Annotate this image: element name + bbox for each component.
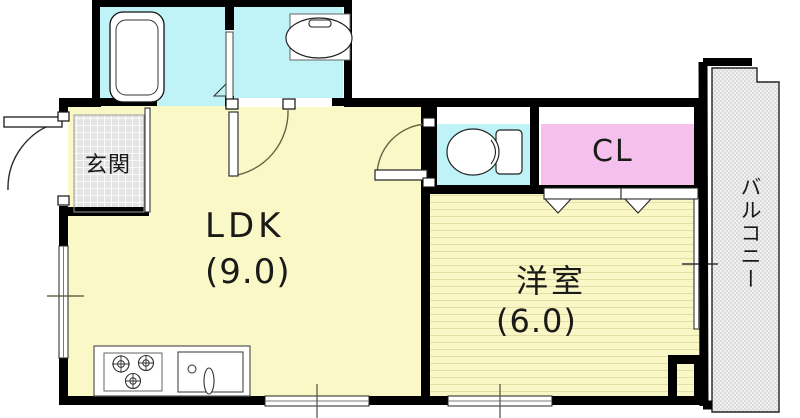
toilet-icon [446, 128, 523, 176]
room-label-genkan: 玄関 [85, 153, 132, 178]
room-label-ldk: LDK [205, 206, 285, 246]
room-south-window[interactable] [447, 384, 553, 418]
room-label-balcony: バルコニー [738, 176, 762, 291]
balcony-area [712, 68, 779, 412]
balcony-outline [698, 58, 780, 413]
entrance-area [74, 115, 144, 212]
washroom-door[interactable] [225, 98, 296, 177]
kitchen-sink-icon [177, 351, 244, 395]
bathtub-icon [109, 11, 165, 103]
closet-doors[interactable] [543, 187, 699, 214]
room-area-ldk: (9.0) [205, 252, 291, 292]
kitchen-counter [93, 345, 251, 397]
room-label-yoshitsu: 洋室 [516, 262, 587, 300]
entrance-outline [73, 107, 151, 213]
washbasin-icon [285, 13, 353, 61]
entry-door[interactable] [3, 111, 70, 206]
ldk-area [67, 106, 428, 396]
ldk-south-window[interactable] [264, 384, 370, 418]
ldk-west-window[interactable] [47, 245, 84, 359]
toilet-door[interactable] [374, 117, 436, 188]
western-room-area [429, 193, 701, 396]
gas-stove-3-burner-icon [103, 352, 163, 392]
room-area-yoshitsu: (6.0) [496, 302, 577, 340]
closet-area [541, 124, 701, 192]
room-label-closet: CL [592, 134, 634, 169]
